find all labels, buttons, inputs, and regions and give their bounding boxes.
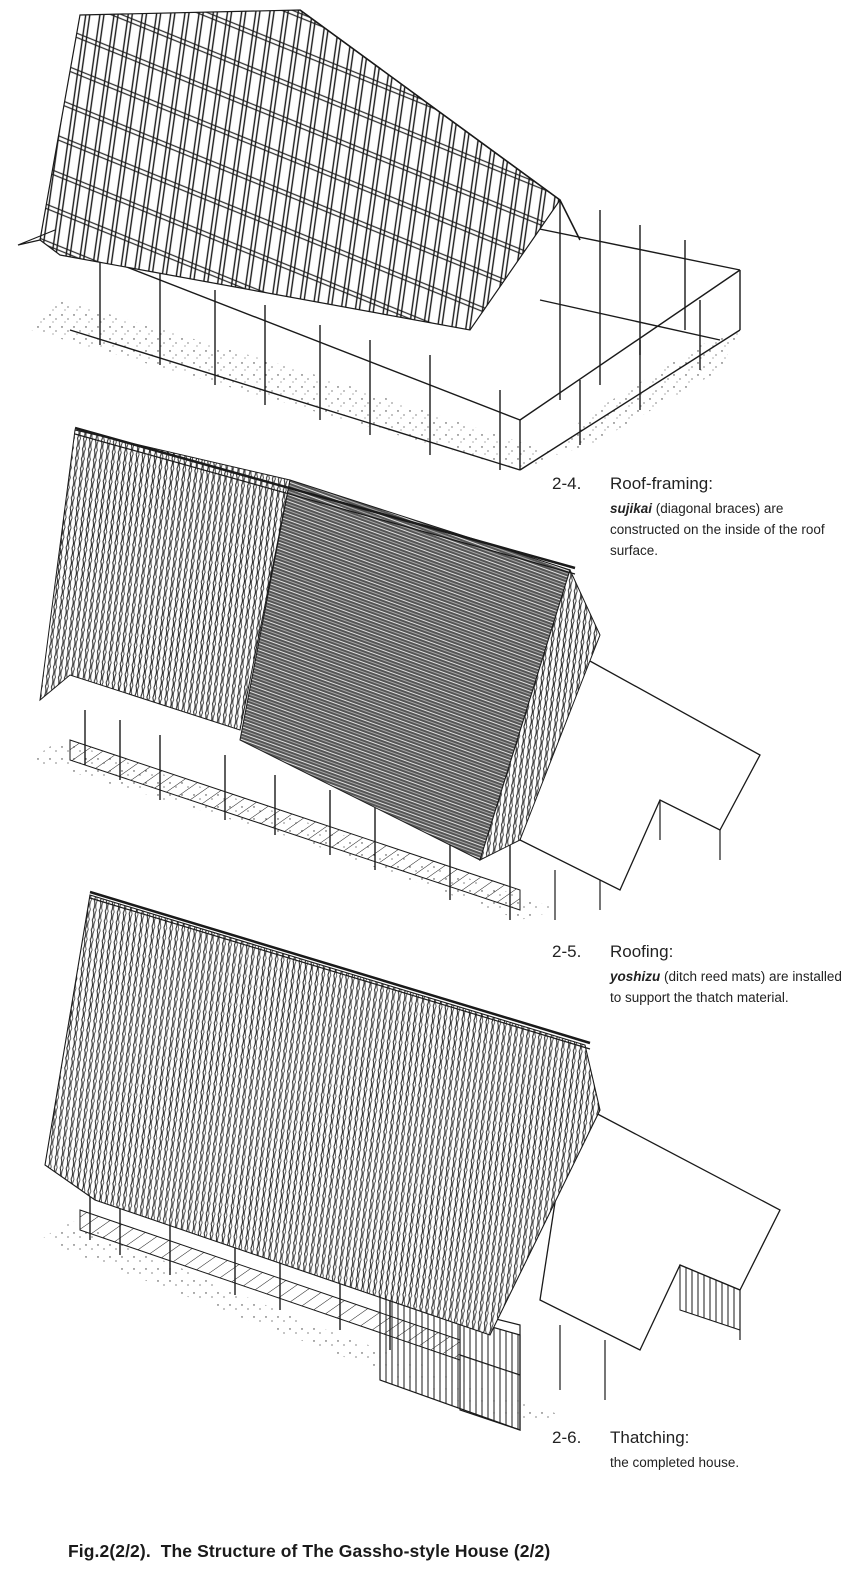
- caption-stage-2-4: 2-4. Roof-framing: sujikai (diagonal bra…: [552, 474, 852, 574]
- caption-stage-2-6: 2-6. Thatching: the completed house.: [552, 1428, 852, 1488]
- stage-number: 2-4.: [552, 474, 582, 493]
- stage-description: sujikai (diagonal braces) are constructe…: [610, 501, 825, 558]
- caption-stage-2-5: 2-5. Roofing: yoshizu (ditch reed mats) …: [552, 942, 852, 1042]
- stage-title: Thatching:: [610, 1428, 690, 1447]
- stage-number: 2-5.: [552, 942, 582, 961]
- thatched-house-drawing: [40, 890, 781, 1431]
- term-yoshizu: yoshizu: [610, 969, 661, 984]
- roof-frame-drawing: [17, 9, 741, 471]
- stage-number: 2-6.: [552, 1428, 582, 1447]
- stage-title: Roof-framing:: [610, 474, 713, 493]
- figure-title: The Structure of The Gassho-style House …: [160, 1541, 551, 1561]
- stage-roof-framing: [0, 0, 860, 480]
- term-sujikai: sujikai: [610, 501, 653, 516]
- stage-description: the completed house.: [610, 1455, 740, 1470]
- stage-title: Roofing:: [610, 942, 674, 961]
- stage-description: yoshizu (ditch reed mats) are installed …: [610, 969, 842, 1005]
- figure-label: Fig.2(2/2).: [68, 1541, 151, 1561]
- stage-thatching: [0, 870, 860, 1470]
- reed-mat-roofing-drawing: [30, 426, 761, 920]
- figure-caption: Fig.2(2/2). The Structure of The Gassho-…: [68, 1541, 550, 1562]
- stage-roofing: [0, 420, 860, 960]
